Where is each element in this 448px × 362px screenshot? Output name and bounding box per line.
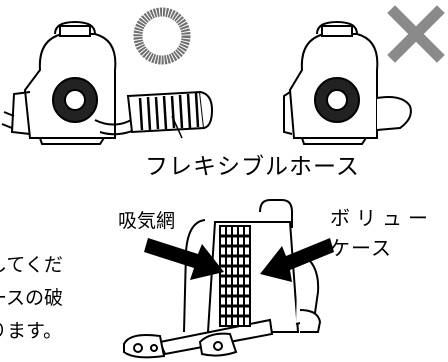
body-text-line: ースの破 [0, 287, 64, 309]
volute-case-label-line1: ボリュー [330, 206, 434, 230]
intake-arrow-icon [144, 238, 224, 280]
body-text-line: ります。 [0, 320, 63, 342]
flexible-hose-drawing [126, 90, 214, 134]
intake-volute-illustration [123, 199, 334, 359]
ok-mark-icon [133, 7, 191, 65]
volute-arrow-icon [260, 238, 334, 282]
body-text-line: してくだ [0, 254, 63, 276]
blower-with-hose-illustration [1, 20, 214, 145]
intake-mesh-label: 吸気網 [118, 210, 176, 232]
leader-line [171, 115, 183, 139]
flexible-hose-label: フレキシブルホース [145, 154, 360, 180]
volute-case-label-line2: ケース [330, 236, 392, 260]
blower-without-hose-illustration [283, 20, 412, 145]
intake-mesh-drawing [219, 225, 251, 327]
ng-mark-icon [387, 5, 445, 63]
